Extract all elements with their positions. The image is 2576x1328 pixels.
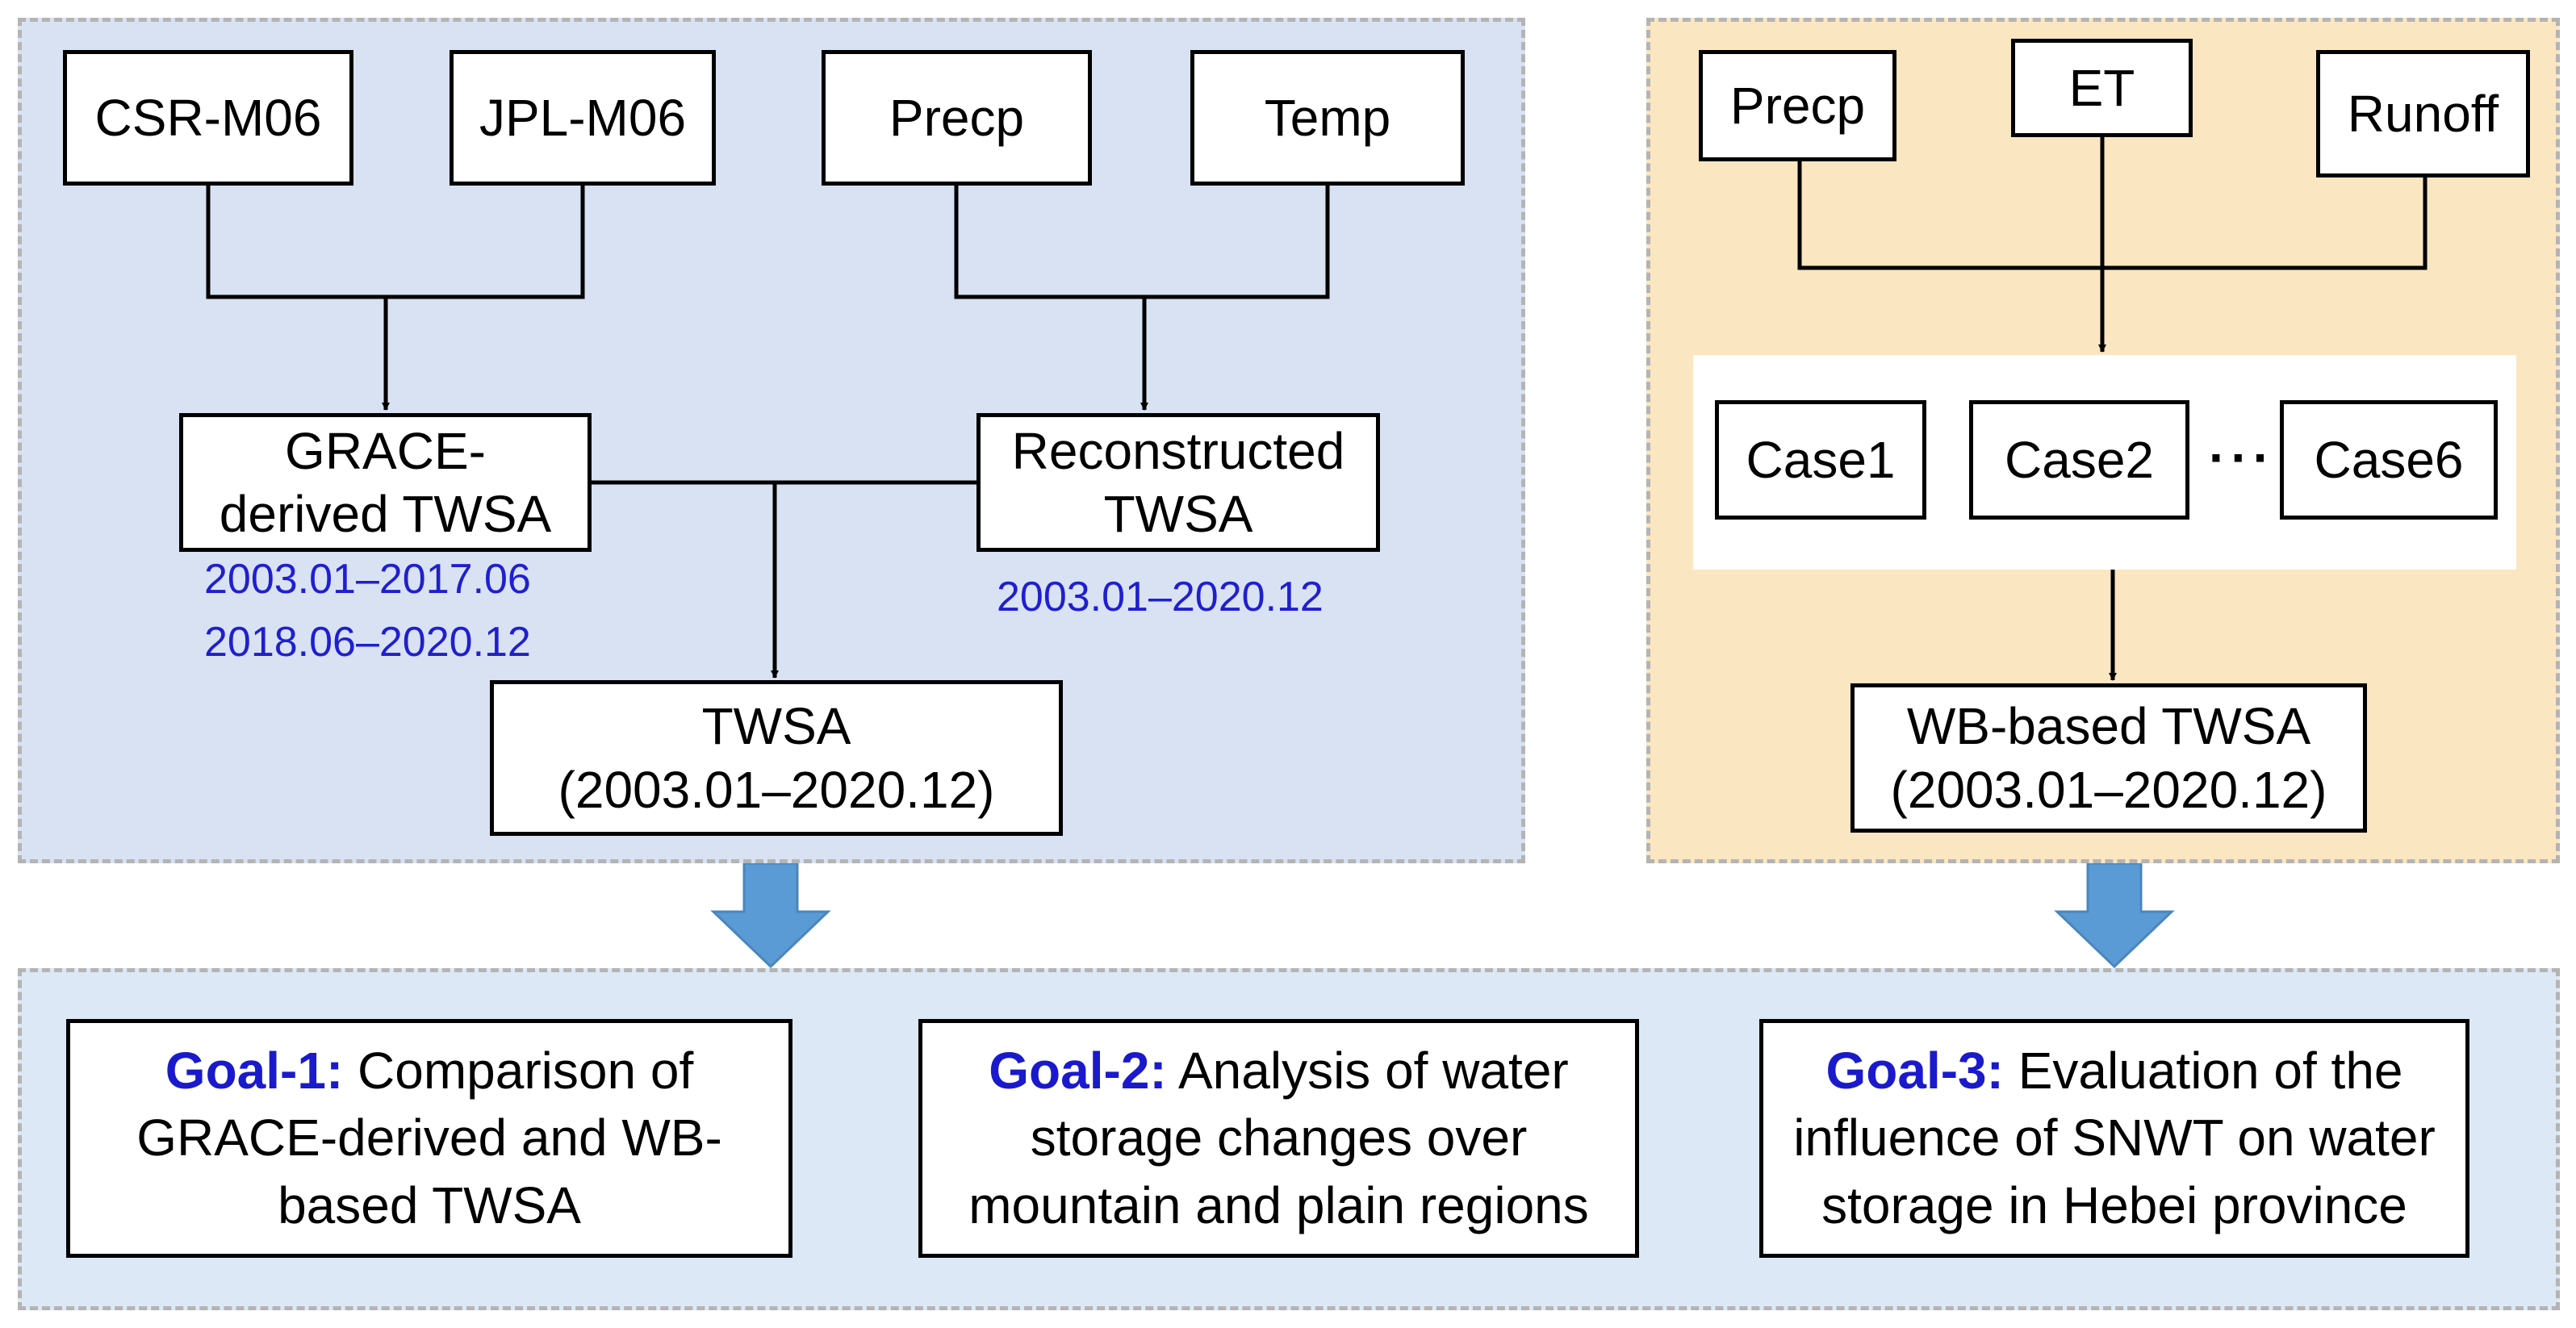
grace-period-2: 2018.06–2020.12 [204, 619, 531, 666]
goal-1-label: Goal-1: [165, 1042, 344, 1100]
temp-box: Temp [1190, 50, 1465, 186]
connector-precp-temp [954, 186, 1330, 299]
goal-2-box: Goal-2: Analysis of water storage change… [918, 1019, 1639, 1258]
reconstructed-period: 2003.01–2020.12 [997, 574, 1324, 620]
runoff-box: Runoff [2316, 50, 2530, 177]
goal-2-label: Goal-2: [989, 1042, 1167, 1100]
goal-3-label: Goal-3: [1825, 1042, 2004, 1100]
grace-period-1: 2003.01–2017.06 [204, 556, 531, 603]
csr-m06-box: CSR-M06 [63, 50, 353, 186]
twsa-box: TWSA(2003.01–2020.12) [490, 680, 1063, 836]
jpl-m06-box: JPL-M06 [450, 50, 716, 186]
grace-derived-twsa-box: GRACE-derived TWSA [179, 413, 592, 552]
down-arrow-right-icon [2054, 863, 2175, 968]
case1-box: Case1 [1715, 400, 1926, 520]
precp-box-left: Precp [822, 50, 1092, 186]
goal-2-text: Analysis of water storage changes over m… [968, 1042, 1589, 1234]
et-box: ET [2011, 39, 2193, 137]
connector-csr-jpl [206, 186, 585, 299]
case2-box: Case2 [1969, 400, 2189, 520]
down-arrow-left-icon [710, 863, 831, 968]
goal-1-text: Comparison of GRACE-derived and WB-based… [136, 1042, 722, 1234]
goal-3-box: Goal-3: Evaluation of the influence of S… [1759, 1019, 2469, 1258]
connector-wb-sources [1797, 161, 2428, 270]
wb-based-twsa-box: WB-based TWSA(2003.01–2020.12) [1850, 683, 2367, 833]
goal-3-text: Evaluation of the influence of SNWT on w… [1793, 1042, 2436, 1234]
precp-box-right: Precp [1699, 50, 1896, 161]
goal-1-box: Goal-1: Comparison of GRACE-derived and … [66, 1019, 792, 1258]
case6-box: Case6 [2280, 400, 2498, 520]
cases-ellipsis: ··· [2209, 428, 2275, 487]
